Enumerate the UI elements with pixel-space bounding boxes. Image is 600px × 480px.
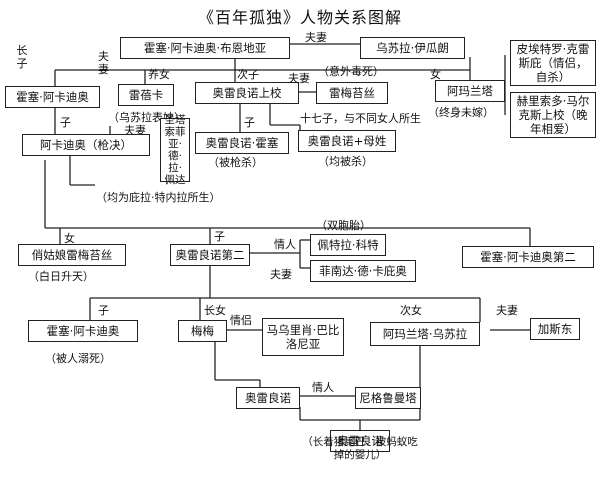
- note-twins: （双胞胎）: [316, 219, 371, 232]
- relation-label-nv: 女: [430, 68, 441, 81]
- person-amaranta: 阿玛兰塔: [435, 80, 505, 102]
- relation-label-qingren: 情人: [312, 381, 334, 394]
- person-jose-arcadio-segundo: 霍塞·阿卡迪奥第二: [462, 246, 594, 268]
- person-rebeca: 雷蓓卡: [118, 84, 174, 106]
- relation-label-fuqi: 夫 妻: [98, 50, 109, 76]
- note-never-married: （终身未嫁）: [428, 106, 494, 119]
- person-seventeen-aurelianos: 奥雷良诺+母姓: [298, 130, 396, 152]
- person-jose-arcadio-5: 霍塞·阿卡迪奥: [28, 320, 138, 342]
- relation-label-fuqi: 夫妻: [124, 124, 146, 137]
- person-petra-cotes: 佩特拉·科特: [310, 234, 386, 256]
- person-pietro-crespi: 皮埃特罗·克雷斯庇（情侣，自杀）: [510, 40, 596, 86]
- person-fernanda-del-carpio: 菲南达·德·卡庇奥: [310, 260, 416, 282]
- person-mauricio-babilonia: 马乌里肖·巴比洛尼亚: [262, 318, 344, 356]
- note-all-killed: （均被杀）: [318, 155, 373, 168]
- person-ursula-iguaran: 乌苏拉·伊瓜朗: [360, 37, 465, 59]
- person-gaston: 加斯东: [530, 318, 580, 340]
- relation-label-zi: 子: [98, 304, 109, 317]
- relation-label-fuqi: 夫妻: [496, 304, 518, 317]
- person-nigromanta: 尼格鲁曼塔: [355, 387, 421, 409]
- relation-label-changzi: 长子: [16, 44, 28, 70]
- person-arcadio: 阿卡迪奥（枪决）: [22, 134, 150, 156]
- relation-label-zi: 子: [60, 116, 71, 129]
- relation-label-cinv: 次女: [400, 304, 422, 317]
- person-aureliano-segundo: 奥雷良诺第二: [170, 244, 250, 266]
- person-colonel-aureliano: 奥雷良诺上校: [195, 82, 299, 104]
- relation-label-qingren: 情人: [274, 238, 296, 251]
- person-aureliano-last: 奥雷良诺: [330, 430, 390, 452]
- note-drowned: （被人溺死）: [45, 352, 111, 365]
- person-remedios-the-beauty: 俏姑娘雷梅苔丝: [18, 244, 126, 266]
- relation-label-zhangnv: 长女: [204, 304, 226, 317]
- relation-label-cizi: 次子: [237, 68, 259, 81]
- note-shot-dead: （被枪杀）: [208, 156, 263, 169]
- relation-label-yangnv: 养女: [148, 68, 170, 81]
- relation-label-fuqi: 夫妻: [288, 72, 310, 85]
- person-aureliano-jose: 奥雷良诺·霍塞: [195, 132, 289, 154]
- person-aureliano-babilonia: 奥雷良诺: [236, 387, 300, 409]
- relation-label-qinglv: 情侣: [230, 314, 252, 327]
- person-amaranta-ursula: 阿玛兰塔·乌苏拉: [370, 322, 480, 346]
- relation-label-zi: 子: [214, 230, 225, 243]
- relation-label-zi: 子: [244, 116, 255, 129]
- note-accidental-poison: （意外毒死）: [318, 65, 384, 78]
- person-santa-sofia: 圣塔索菲亚·德·拉·佩达: [160, 114, 190, 186]
- person-jose-arcadio: 霍塞·阿卡迪奥: [5, 86, 100, 108]
- note-ascended: （白日升天）: [28, 270, 94, 283]
- relation-label-fuqi: 夫妻: [270, 268, 292, 281]
- person-jose-arcadio-buendia: 霍塞·阿卡迪奥·布恩地亚: [120, 37, 290, 59]
- note-pig-tail-baby: （长着猪尾巴、被蚂蚁吃 掉的婴儿）: [302, 436, 418, 461]
- note-seventeen-sons: 十七子，与不同女人所生: [300, 112, 421, 125]
- relation-label-nv: 女: [64, 232, 75, 245]
- person-meme: 梅梅: [178, 320, 227, 342]
- person-gerineldo-marquez: 赫里索多·马尔克斯上校（晚年相爱）: [510, 92, 596, 138]
- person-remedios: 雷梅苔丝: [316, 82, 388, 104]
- relation-label-fuqi: 夫妻: [305, 31, 327, 44]
- note-pilar-ternera-sons: （均为庇拉·特内拉所生）: [96, 191, 221, 204]
- diagram-title: 《百年孤独》人物关系图解: [197, 8, 402, 27]
